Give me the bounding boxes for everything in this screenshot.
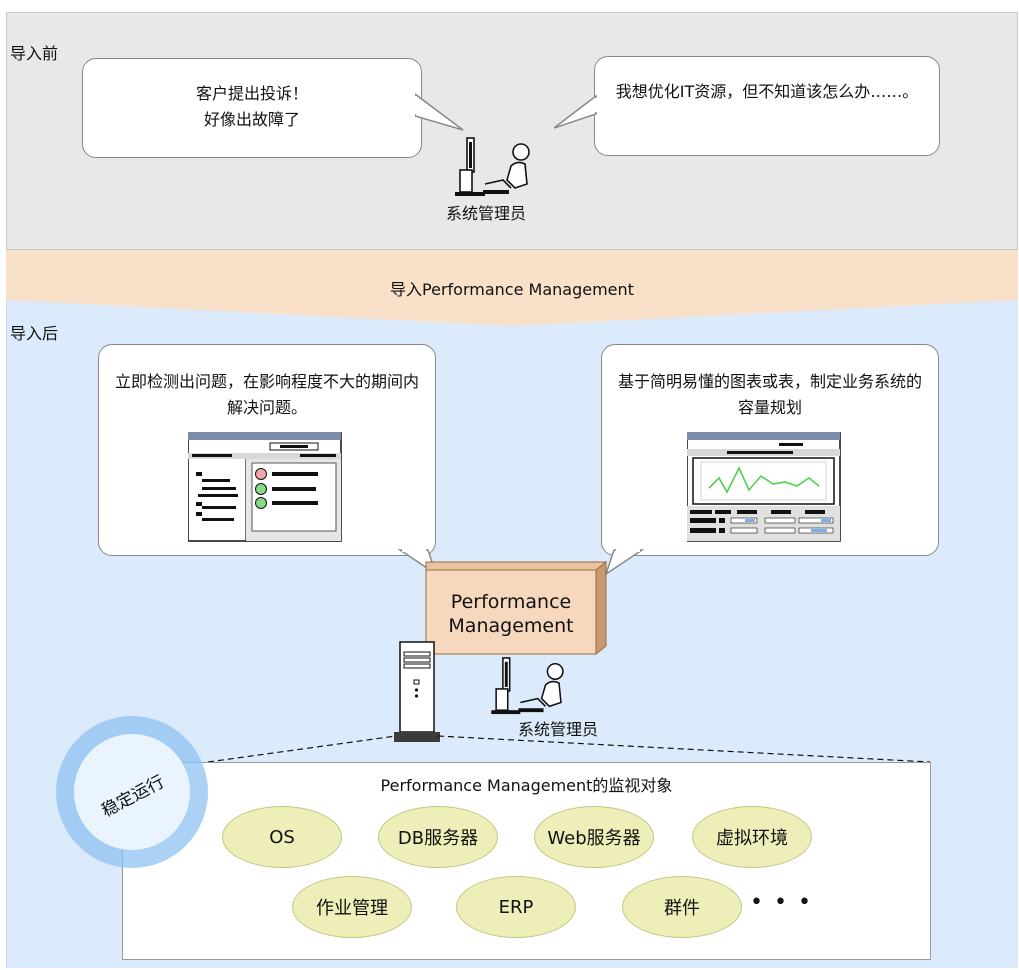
- more-targets-ellipsis: • • •: [750, 890, 813, 915]
- target-label: 虚拟环境: [716, 828, 788, 849]
- before-bubble-left-tail: [415, 93, 464, 131]
- before-bubble-right: 我想优化IT资源，但不知道该怎么办……。: [594, 56, 940, 156]
- after-bubble-left-text: 立即检测出问题，在影响程度不大的期间内解决问题。: [114, 372, 419, 417]
- server-tower-icon: [394, 641, 440, 742]
- target-oval-web-server: Web服务器: [534, 806, 654, 868]
- pm-box-label: Performance Management: [448, 591, 574, 637]
- target-oval-os: OS: [222, 806, 342, 868]
- before-bubble-right-text: 我想优化IT资源，但不知道该怎么办……。: [615, 82, 919, 101]
- monitored-targets-title: Performance Management的监视对象: [380, 776, 673, 795]
- admin-at-desk-icon-after: [491, 657, 564, 715]
- target-oval-db-server: DB服务器: [378, 806, 498, 868]
- after-bubble-right-text: 基于简明易懂的图表或表，制定业务系统的容量规划: [617, 372, 922, 417]
- after-label: 导入后: [10, 324, 59, 343]
- target-oval-virtual-env: 虚拟环境: [692, 806, 812, 868]
- after-admin-label: 系统管理员: [518, 720, 599, 739]
- banner-overlap: [6, 300, 1018, 326]
- admin-at-desk-icon: [455, 137, 530, 196]
- pm-box: [425, 560, 608, 656]
- target-label: 作业管理: [316, 898, 388, 919]
- target-oval-groupware: 群件: [622, 876, 742, 938]
- after-bubble-right-tail: [604, 548, 645, 576]
- dashed-connectors: [207, 735, 931, 763]
- before-bubble-left: 客户提出投诉！ 好像出故障了: [82, 58, 422, 158]
- target-label: 群件: [664, 898, 700, 919]
- target-label: DB服务器: [397, 828, 479, 849]
- chart-screen-icon: [687, 432, 841, 542]
- target-oval-erp: ERP: [456, 876, 576, 938]
- target-label: ERP: [498, 896, 534, 918]
- target-oval-job-management: 作业管理: [292, 876, 412, 938]
- stable-operation-circle: [56, 716, 208, 868]
- before-bubble-right-tail: [554, 94, 598, 129]
- target-label: Web服务器: [547, 828, 641, 849]
- before-admin-label: 系统管理员: [446, 204, 527, 223]
- monitor-screen-icon: [188, 432, 342, 542]
- target-label: OS: [269, 826, 295, 848]
- before-bubble-left-text: 客户提出投诉！ 好像出故障了: [195, 84, 308, 129]
- transition-banner-label: 导入Performance Management: [390, 280, 634, 299]
- before-label: 导入前: [10, 44, 59, 63]
